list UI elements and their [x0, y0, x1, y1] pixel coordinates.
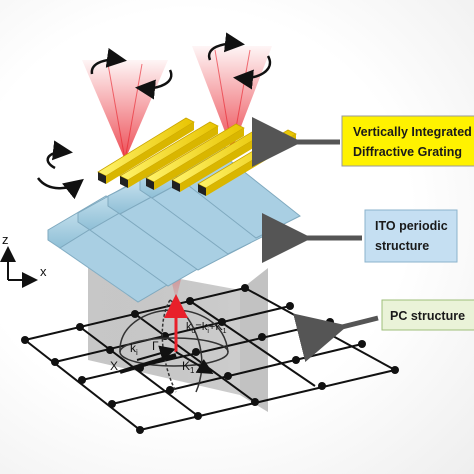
ito-label-line1: ITO periodic: [375, 219, 448, 233]
ki-label: ki: [130, 341, 138, 357]
kd-equation-label: kd=ki+K1: [186, 321, 227, 335]
k-labels: X Γ ki kd=ki+K1 K1: [110, 321, 227, 375]
axis-x-label: x: [40, 264, 47, 279]
gold-grating: [97, 117, 297, 196]
grating-label-box: Vertically Integrated Diffractive Gratin…: [341, 115, 474, 167]
k1-label: K1: [182, 359, 195, 375]
axis-z-label: z: [2, 232, 9, 247]
grating-label-line1: Vertically Integrated: [353, 125, 472, 139]
coordinate-axes: z x: [0, 232, 47, 288]
ito-label-box: ITO periodic structure: [364, 209, 458, 263]
grating-label-line2: Diffractive Grating: [353, 145, 462, 159]
wave-vectors: [119, 294, 214, 375]
symmetry-x-label: X: [110, 359, 118, 373]
pc-label: PC structure: [390, 309, 465, 323]
pointer-arrows: [252, 117, 379, 362]
ito-label-line2: structure: [375, 239, 429, 253]
pc-label-box: PC structure: [381, 299, 474, 331]
rotation-arrows: [36, 32, 272, 200]
symmetry-gamma-label: Γ: [152, 339, 159, 353]
